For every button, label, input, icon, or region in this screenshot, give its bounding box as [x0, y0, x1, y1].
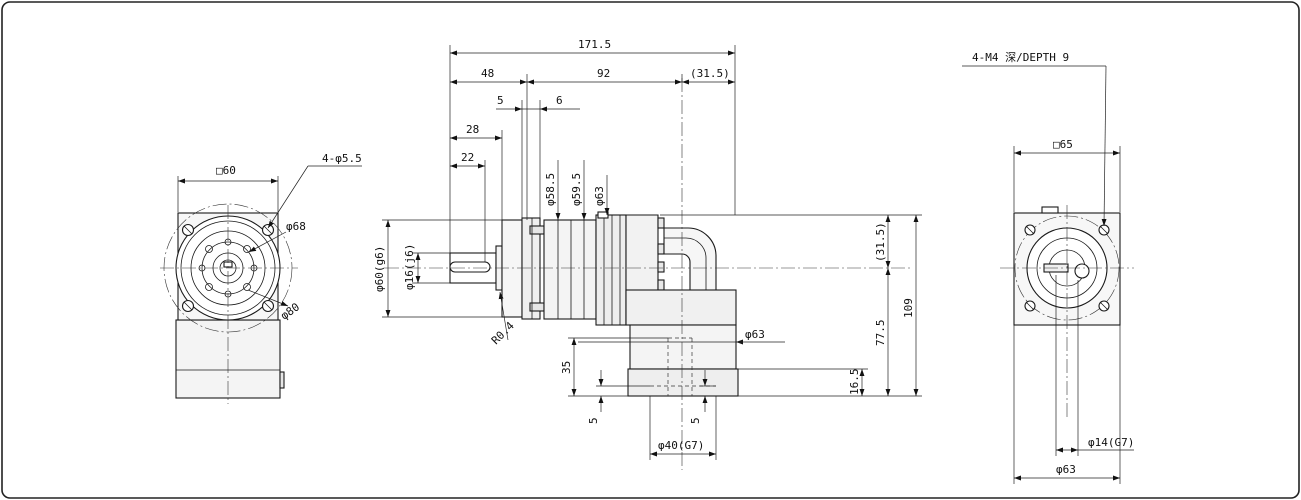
- motor-dia-63-label: φ63: [1056, 463, 1076, 476]
- dia-58-5-label: φ58.5: [544, 173, 557, 206]
- len-5-left-label: 5: [587, 417, 600, 424]
- len-48-label: 48: [481, 67, 494, 80]
- front-pcd-label: φ68: [286, 220, 306, 233]
- len-31-5-top-label: (31.5): [690, 67, 730, 80]
- len-16-5-label: 16.5: [848, 369, 861, 396]
- len-109-label: 109: [902, 298, 915, 318]
- overall-length-label: 171.5: [578, 38, 611, 51]
- motor-view: 4-M4 深/DEPTH 9 □65 φ14(G7) φ63: [962, 51, 1134, 484]
- motor-square-label: □65: [1053, 138, 1073, 151]
- front-holes-label: 4-φ5.5: [322, 152, 362, 165]
- len-35-label: 35: [560, 361, 573, 374]
- len-22-label: 22: [461, 151, 474, 164]
- dia-63-top-label: φ63: [593, 186, 606, 206]
- front-square-label: □60: [216, 164, 236, 177]
- len-92-label: 92: [597, 67, 610, 80]
- len-5-right-label: 5: [689, 417, 702, 424]
- len-6-label: 6: [556, 94, 563, 107]
- dia-16-label: φ16(j6): [403, 244, 416, 290]
- dia-40-label: φ40(G7): [658, 439, 704, 452]
- motor-tap-label: 4-M4 深/DEPTH 9: [972, 51, 1069, 64]
- dia-60-label: φ60(g6): [373, 246, 386, 292]
- motor-dia-14-label: φ14(G7): [1088, 436, 1134, 449]
- radius-label: R0.4: [489, 319, 517, 347]
- dia-63-motor-label: φ63: [745, 328, 765, 341]
- len-77-5-label: 77.5: [874, 320, 887, 347]
- len-28-label: 28: [466, 123, 479, 136]
- side-view: 171.5 48 92 (31.5) 5 6 28 22 φ58.5 φ59.5…: [373, 38, 922, 470]
- len-31-5-right-label: (31.5): [874, 222, 887, 262]
- front-view: □60 4-φ5.5 φ68 φ80: [160, 152, 362, 404]
- dia-59-5-label: φ59.5: [570, 173, 583, 206]
- len-5-label: 5: [497, 94, 504, 107]
